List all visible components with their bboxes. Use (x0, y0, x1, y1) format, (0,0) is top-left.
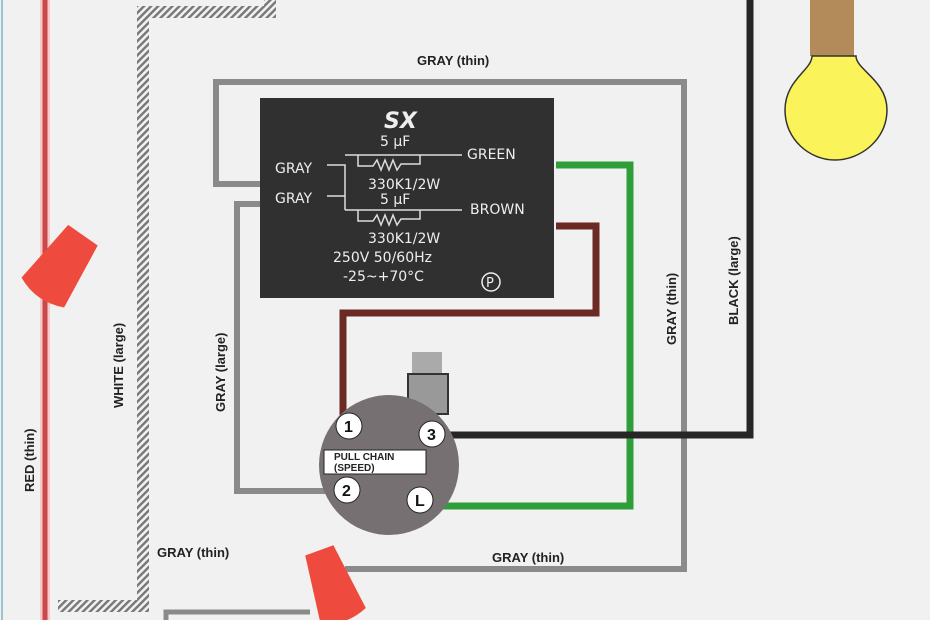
p-mark-circle (481, 272, 501, 292)
rating-label: 250V 50/60Hz (333, 250, 432, 266)
bulb-base (810, 0, 854, 56)
right-top-label: GREEN (467, 147, 516, 163)
left-top-label: GRAY (275, 161, 312, 177)
pin-2 (333, 476, 361, 504)
capacitor-body (260, 98, 554, 298)
pin-3 (418, 420, 446, 448)
cap1-label: 5 µF (380, 134, 410, 150)
capacitor: SX 5 µF GRAY GRAY GREEN BROWN 330K1/2W 5… (260, 98, 554, 298)
pin-2-label: 2 (342, 483, 351, 500)
cap2-label: 5 µF (380, 192, 410, 208)
pin-1 (335, 412, 363, 440)
res2-label: 330K1/2W (368, 231, 440, 247)
white-wire (58, 0, 276, 612)
wire-nut-bottom (305, 545, 366, 620)
right-bottom-label: BROWN (470, 202, 525, 218)
label-white-large: WHITE (large) (111, 323, 126, 408)
left-bottom-label: GRAY (275, 191, 312, 207)
pin-l-label: L (415, 493, 425, 510)
chain-stem (412, 352, 442, 374)
res1-label: 330K1/2W (368, 177, 440, 193)
label-black-large: BLACK (large) (726, 236, 741, 325)
pin-l (406, 486, 434, 514)
light-bulb (784, 0, 888, 161)
wire-nut-top (21, 224, 98, 308)
p-mark: P (486, 276, 494, 291)
label-gray-large: GRAY (large) (213, 333, 228, 412)
pin-3-label: 3 (427, 427, 436, 444)
capacitor-logo: SX (384, 109, 418, 134)
brown-wire (339, 222, 600, 418)
capacitor-schematic (327, 154, 462, 228)
gray-bottom-wire (163, 609, 310, 620)
gray-thin-wire (213, 79, 687, 572)
switch-label-line1: PULL CHAIN (334, 452, 394, 463)
label-red-thin: RED (thin) (22, 428, 37, 492)
bulb-glass (784, 55, 888, 161)
label-gray-thin-right: GRAY (thin) (664, 273, 679, 345)
label-gray-thin-bottom-right: GRAY (thin) (492, 550, 564, 565)
black-wire (444, 0, 754, 439)
switch-label-line2: (SPEED) (334, 463, 375, 474)
switch-label-box (323, 449, 427, 475)
label-gray-thin-bottom-left: GRAY (thin) (157, 545, 229, 560)
temp-label: -25~+70°C (343, 269, 424, 285)
gray-large-wire (234, 201, 336, 494)
label-gray-thin-top: GRAY (thin) (417, 53, 489, 68)
pull-chain-switch[interactable]: PULL CHAIN (SPEED) 1 2 3 L (319, 352, 459, 535)
green-wire (428, 161, 634, 510)
pin-1-label: 1 (344, 419, 353, 436)
